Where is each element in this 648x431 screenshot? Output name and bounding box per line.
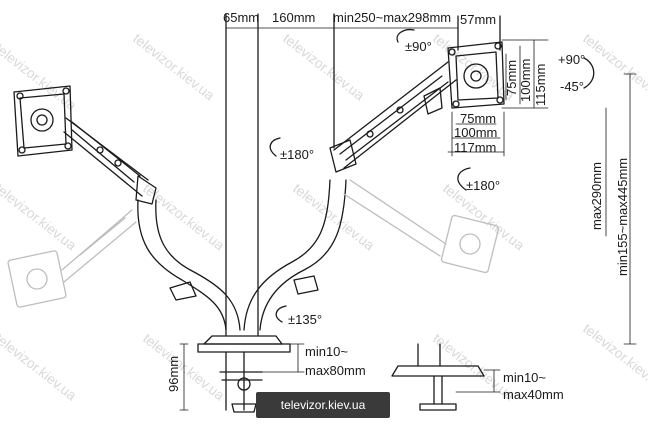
dimension-label: 100mm: [518, 58, 533, 102]
dimension-label: min10~: [503, 370, 546, 385]
dimension-label: 57mm: [460, 12, 497, 27]
ghost-right-arm: [343, 179, 500, 274]
left-riser: [137, 199, 241, 331]
rotation-arrow-icon: [275, 305, 287, 323]
dimension-label: 96mm: [166, 355, 181, 392]
rotation-label: ±135°: [288, 312, 323, 327]
dimension-label: max40mm: [503, 387, 564, 402]
dimension-label: 160mm: [272, 10, 316, 25]
watermark-banner-text: televizor.kiev.ua: [280, 398, 366, 412]
dimension-label: 65mm: [223, 10, 260, 25]
rotation-arrow-icon: [269, 137, 281, 157]
dimension-label: 75mm: [504, 59, 519, 96]
watermark-banner: televizor.kiev.ua: [256, 392, 390, 418]
grommet-base: [391, 343, 501, 411]
dimension-label: 117mm: [454, 140, 497, 155]
left-vesa-plate: [13, 85, 73, 157]
dimension-label: min250~max298mm: [333, 10, 452, 25]
base-clamp: [179, 335, 305, 413]
rotation-label: ±90°: [405, 39, 432, 54]
dimension-label: max290mm: [589, 162, 604, 230]
rotation-label: -45°: [560, 79, 584, 94]
rotation-arrow-icon: [457, 167, 471, 191]
dimension-label: min155~max445mm: [615, 157, 630, 276]
rotation-label: ±180°: [280, 147, 315, 162]
dimension-label: min10~: [305, 344, 348, 359]
right-arm: [329, 61, 457, 173]
rotation-arrow-icon: [396, 28, 415, 43]
vesa-vertical-dimensions: [501, 39, 549, 109]
height-dimension: [605, 73, 637, 345]
dimension-label: max80mm: [305, 363, 366, 378]
left-arm: [63, 117, 157, 205]
dimension-label: 100mm: [454, 125, 498, 140]
ghost-left-plate: [7, 209, 137, 308]
rotation-arrow-icon: [583, 57, 595, 89]
rotation-label: +90°: [558, 52, 586, 67]
dimension-label: 115mm: [533, 63, 548, 106]
dimension-label: 75mm: [460, 111, 497, 126]
vesa-horizontal-dimensions: [447, 111, 505, 157]
right-vesa-plate: [447, 41, 505, 109]
right-riser: [243, 179, 347, 331]
rotation-label: ±180°: [466, 178, 501, 193]
